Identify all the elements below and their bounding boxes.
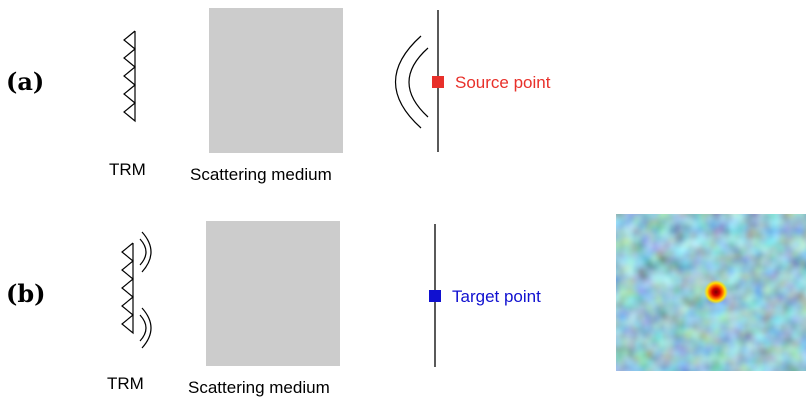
scattering-medium-a — [209, 8, 343, 153]
target-point-marker — [429, 290, 441, 302]
trm-array-b — [121, 242, 134, 335]
panel-b: (b) TRM Scattering medium Target point — [6, 214, 806, 397]
medium-label-b: Scattering medium — [188, 378, 330, 397]
emitted-wave-top-outer — [141, 231, 152, 273]
trm-array-a — [123, 30, 136, 123]
target-point-label: Target point — [452, 287, 541, 306]
trm-label-b: TRM — [107, 374, 144, 393]
focus-intensity-map — [616, 214, 806, 371]
panel-a: (a) TRM Scattering medium Source point — [6, 8, 551, 184]
source-point-marker — [432, 76, 444, 88]
panel-a-label: (a) — [6, 67, 44, 96]
trm-label-a: TRM — [109, 160, 146, 179]
focus-hotspot — [704, 280, 728, 304]
wavefront-inner-a — [408, 47, 429, 118]
wavefront-outer-a — [394, 35, 422, 129]
panel-b-label: (b) — [6, 279, 46, 308]
source-point-label: Source point — [455, 73, 551, 92]
medium-label-a: Scattering medium — [190, 165, 332, 184]
emitted-wave-bottom-outer — [141, 307, 152, 349]
scattering-medium-b — [206, 221, 340, 366]
emitted-wave-top-inner — [139, 238, 147, 266]
emitted-wave-bottom-inner — [139, 314, 147, 342]
